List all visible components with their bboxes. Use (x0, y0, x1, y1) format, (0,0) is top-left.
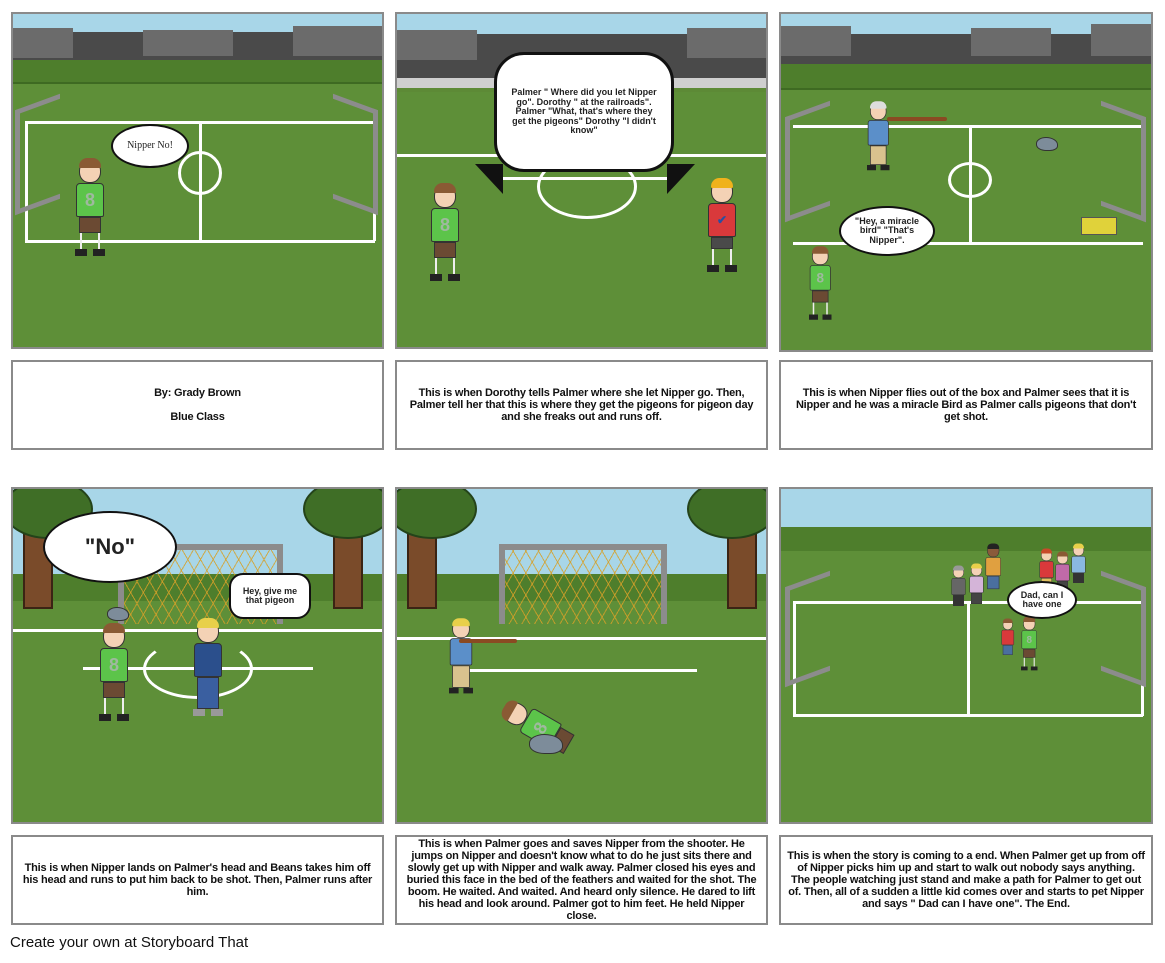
crowd (951, 543, 1091, 614)
palmer-character: 8 (75, 158, 105, 256)
speech-bubble: "Hey, a miracle bird" "That's Nipper". (839, 206, 935, 256)
speech-text: Hey, give me that pigeon (242, 585, 298, 605)
pigeon-nipper (107, 607, 129, 621)
panel-2-caption: This is when Dorothy tells Palmer where … (395, 360, 768, 450)
bubble-tail (667, 164, 695, 194)
speech-bubble: "No" (43, 511, 177, 583)
storyboard-that-link[interactable]: Create your own at Storyboard That (10, 934, 249, 951)
author-line: By: Grady Brown (154, 387, 241, 399)
panel-2-scene: 8 ✔ Palmer " Where did you let Nipper go… (395, 12, 768, 349)
palmer-character: 8 (1021, 616, 1038, 671)
panel-1-scene: 8 Nipper No! (11, 12, 384, 349)
palmer-character: 8 (99, 623, 129, 721)
speech-text: Palmer " Where did you let Nipper go". D… (511, 87, 657, 136)
pigeon-nipper (529, 734, 563, 754)
speech-text: "Hey, a miracle bird" "That's Nipper". (854, 215, 920, 245)
caption-text: This is when Nipper lands on Palmer's he… (22, 862, 373, 898)
speech-bubble: Palmer " Where did you let Nipper go". D… (494, 52, 674, 172)
caption-text: This is when Dorothy tells Palmer where … (409, 387, 754, 423)
dorothy-character: ✔ (707, 178, 737, 272)
caption-text: This is when Nipper flies out of the box… (795, 387, 1137, 423)
caption-text: This is when the story is coming to a en… (787, 850, 1145, 910)
panel-3-scene: 8 "Hey, a miracle bird" "That's Nipper". (779, 12, 1153, 352)
caption-text: This is when Palmer goes and saves Nippe… (406, 838, 757, 922)
soccer-goal (499, 544, 667, 624)
rifle (887, 117, 947, 121)
pigeon-box (1081, 217, 1117, 235)
speech-text: "No" (84, 534, 136, 560)
panel-5-scene: 8 (395, 487, 768, 824)
pigeon-nipper (1036, 137, 1058, 151)
panel-3-caption: This is when Nipper flies out of the box… (779, 360, 1153, 450)
speech-bubble: Hey, give me that pigeon (229, 573, 311, 619)
speech-bubble: Nipper No! (111, 124, 189, 168)
panel-6-caption: This is when the story is coming to a en… (779, 835, 1153, 925)
bubble-tail (475, 164, 503, 194)
beans-character (193, 618, 223, 716)
palmer-character: 8 (430, 183, 460, 281)
speech-text: Nipper No! (127, 139, 173, 151)
panel-4-scene: 8 "No" Hey, give me that pigeon (11, 487, 384, 824)
panel-5-caption: This is when Palmer goes and saves Nippe… (395, 835, 768, 925)
panel-6-scene: 8 Dad, can I have one (779, 487, 1153, 824)
shooter-character (867, 101, 890, 171)
rifle (459, 639, 517, 643)
class-line: Blue Class (170, 411, 225, 423)
palmer-character: 8 (809, 246, 832, 320)
speech-text: Dad, can I have one (1020, 589, 1064, 609)
panel-1-caption: By: Grady Brown Blue Class (11, 360, 384, 450)
little-kid (1001, 618, 1015, 655)
shooter-character (449, 618, 473, 694)
speech-bubble: Dad, can I have one (1007, 581, 1077, 619)
panel-4-caption: This is when Nipper lands on Palmer's he… (11, 835, 384, 925)
